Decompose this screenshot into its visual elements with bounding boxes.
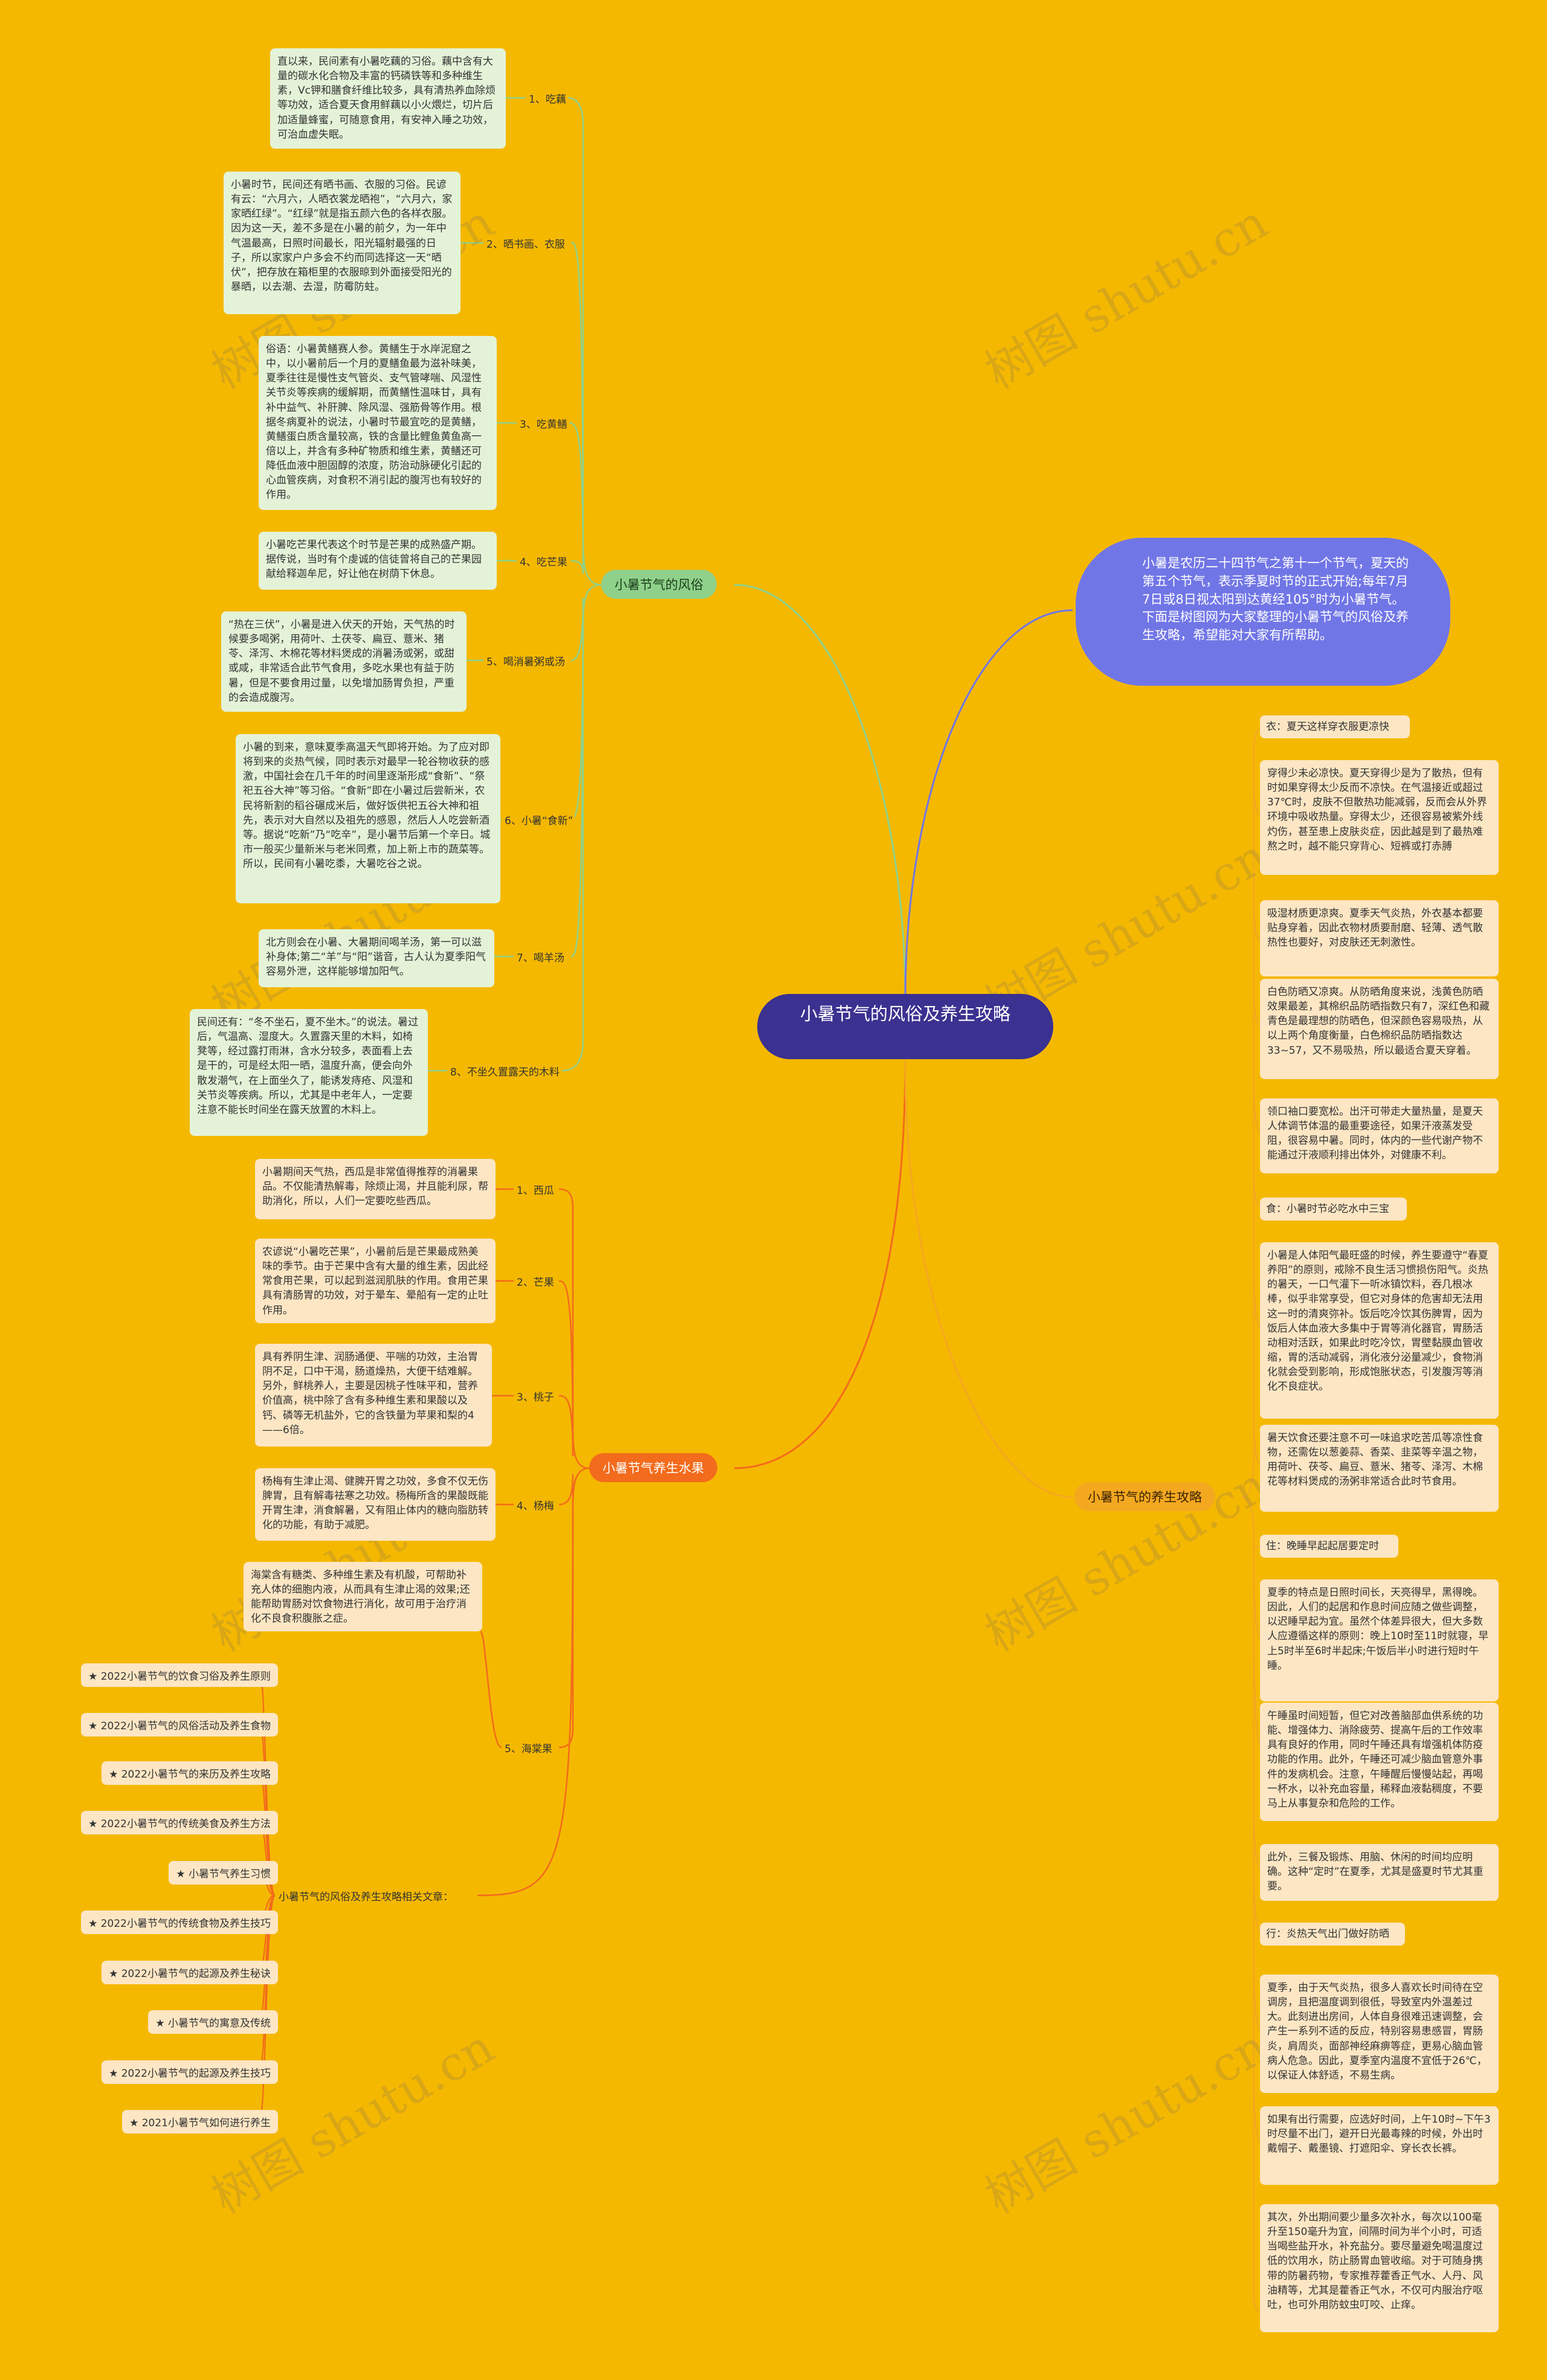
health-leaf: 穿得少未必凉快。夏天穿得少是为了散热，但有时如果穿得太少反而不凉快。在气温接近或… — [1260, 760, 1499, 875]
articles-label: 小暑节气的风俗及养生攻略相关文章： — [277, 1887, 455, 1904]
article-link[interactable]: ★ 2022小暑节气的起源及养生技巧 — [102, 2060, 278, 2084]
branch-fruits[interactable]: 小暑节气养生水果 — [589, 1453, 717, 1482]
custom-label[interactable]: 6、小暑“食新” — [503, 811, 575, 828]
custom-label[interactable]: 7、喝羊汤 — [515, 948, 566, 966]
health-leaf: 其次，外出期间要少量多次补水，每次以100毫升至150毫升为宜，间隔时间为半个小… — [1260, 2204, 1499, 2332]
custom-label[interactable]: 2、晒书画、衣服 — [485, 234, 567, 252]
custom-leaf: 直以来，民间素有小暑吃藕的习俗。藕中含有大量的碳水化合物及丰富的钙磷铁等和多种维… — [270, 48, 506, 149]
health-leaf: 领口袖口要宽松。出汗可带走大量热量，是夏天人体调节体温的最重要途径，如果汗液蒸发… — [1260, 1098, 1499, 1173]
health-heading: 衣：夏天这样穿衣服更凉快 — [1260, 715, 1410, 738]
custom-leaf: 俗语：小暑黄鳝赛人参。黄鳝生于水岸泥窟之中，以小暑前后一个月的夏鳝鱼最为滋补味美… — [259, 336, 497, 510]
health-heading: 行：炎热天气出门做好防晒 — [1260, 1923, 1405, 1946]
health-leaf: 小暑是人体阳气最旺盛的时候，养生要遵守“春夏养阳”的原则，戒除不良生活习惯损伤阳… — [1260, 1242, 1499, 1419]
article-link[interactable]: ★ 小暑节气养生习惯 — [169, 1861, 278, 1885]
custom-label[interactable]: 4、吃芒果 — [518, 552, 569, 570]
health-leaf: 如果有出行需要，应选好时间，上午10时~下午3时尽量不出门，避开日光最毒辣的时候… — [1260, 2106, 1499, 2185]
custom-leaf: 小暑的到来，意味夏季高温天气即将开始。为了应对即将到来的炎热气候，同时表示对最早… — [236, 734, 500, 903]
health-leaf: 白色防晒又凉爽。从防晒角度来说，浅黄色防晒效果最差，其棉织品防晒指数只有7，深红… — [1260, 979, 1499, 1079]
fruit-leaf: 海棠含有糖类、多种维生素及有机酸，可帮助补充人体的细胞内液，从而具有生津止渴的效… — [244, 1562, 482, 1631]
article-link[interactable]: ★ 2022小暑节气的传统美食及养生方法 — [81, 1811, 278, 1834]
health-leaf: 此外，三餐及锻炼、用脑、休闲的时间均应明确。这种“定时”在夏季，尤其是盛夏时节尤… — [1260, 1844, 1499, 1901]
article-link[interactable]: ★ 2022小暑节气的饮食习俗及养生原则 — [81, 1663, 278, 1687]
health-leaf: 午睡虽时间短暂，但它对改善脑部血供系统的功能、增强体力、消除疲劳、提高午后的工作… — [1260, 1703, 1499, 1821]
fruit-label[interactable]: 4、杨梅 — [515, 1496, 556, 1514]
custom-label[interactable]: 5、喝消暑粥或汤 — [485, 652, 567, 669]
article-link[interactable]: ★ 小暑节气的寓意及传统 — [148, 2010, 278, 2034]
health-leaf: 吸湿材质更凉爽。夏季天气炎热，外衣基本都要贴身穿着，因此衣物材质要耐磨、轻薄、透… — [1260, 900, 1499, 976]
branch-health[interactable]: 小暑节气的养生攻略 — [1074, 1482, 1215, 1511]
fruit-leaf: 杨梅有生津止渴、健脾开胃之功效，多食不仅无伤脾胃，且有解毒祛寒之功效。杨梅所含的… — [255, 1468, 496, 1541]
custom-leaf: 小暑时节，民间还有晒书画、衣服的习俗。民谚有云：“六月六，人晒衣裳龙晒袍”，“六… — [224, 172, 460, 314]
article-link[interactable]: ★ 2021小暑节气如何进行养生 — [122, 2110, 278, 2133]
fruit-leaf: 具有养阴生津、润肠通便、平喘的功效，主治胃阴不足，口中干渴，肠道燥热，大便干结难… — [255, 1344, 492, 1446]
intro-node[interactable]: 小暑是农历二十四节气之第十一个节气，夏天的第五个节气，表示季夏时节的正式开始;每… — [1076, 538, 1450, 686]
branch-customs[interactable]: 小暑节气的风俗 — [601, 570, 717, 599]
fruit-label[interactable]: 5、海棠果 — [503, 1739, 554, 1756]
custom-leaf: 民间还有：“冬不坐石，夏不坐木。”的说法。暑过后，气温高、湿度大。久置露天里的木… — [190, 1009, 428, 1136]
fruit-label[interactable]: 2、芒果 — [515, 1272, 556, 1290]
health-leaf: 暑天饮食还要注意不可一味追求吃苦瓜等凉性食物，还需佐以葱姜蒜、香菜、韭菜等辛温之… — [1260, 1425, 1499, 1512]
fruit-leaf: 小暑期间天气热，西瓜是非常值得推荐的消暑果品。不仅能清热解毒，除烦止渴，并且能利… — [255, 1159, 496, 1219]
fruit-leaf: 农谚说“小暑吃芒果”，小暑前后是芒果最成熟美味的季节。由于芒果中含有大量的维生素… — [255, 1239, 496, 1323]
central-topic[interactable]: 小暑节气的风俗及养生攻略 — [757, 994, 1053, 1059]
fruit-label[interactable]: 3、桃子 — [515, 1387, 556, 1405]
health-heading: 住：晚睡早起起居要定时 — [1260, 1535, 1398, 1558]
health-leaf: 夏季，由于天气炎热，很多人喜欢长时间待在空调房，且把温度调到很低，导致室内外温差… — [1260, 1975, 1499, 2093]
custom-label[interactable]: 1、吃藕 — [527, 89, 568, 107]
custom-leaf: 北方则会在小暑、大暑期间喝羊汤，第一可以滋补身体;第二“羊”与“阳”谐音，古人认… — [259, 929, 494, 987]
article-link[interactable]: ★ 2022小暑节气的传统食物及养生技巧 — [81, 1911, 278, 1934]
article-link[interactable]: ★ 2022小暑节气的来历及养生攻略 — [102, 1761, 278, 1785]
custom-label[interactable]: 3、吃黄鳝 — [518, 414, 569, 432]
article-link[interactable]: ★ 2022小暑节气的风俗活动及养生食物 — [81, 1713, 278, 1737]
custom-leaf: “热在三伏”，小暑是进入伏天的开始，天气热的时候要多喝粥，用荷叶、土茯苓、扁豆、… — [221, 611, 467, 712]
health-heading: 食：小暑时节必吃水中三宝 — [1260, 1198, 1407, 1221]
article-link[interactable]: ★ 2022小暑节气的起源及养生秘诀 — [102, 1961, 278, 1984]
health-leaf: 夏季的特点是日照时间长，天亮得早，黑得晚。因此，人们的起居和作息时间应随之做些调… — [1260, 1579, 1499, 1701]
custom-label[interactable]: 8、不坐久置露天的木料 — [448, 1062, 561, 1080]
fruit-label[interactable]: 1、西瓜 — [515, 1181, 556, 1198]
custom-leaf: 小暑吃芒果代表这个时节是芒果的成熟盛产期。据传说，当时有个虔诚的信徒曾将自己的芒… — [259, 532, 497, 590]
